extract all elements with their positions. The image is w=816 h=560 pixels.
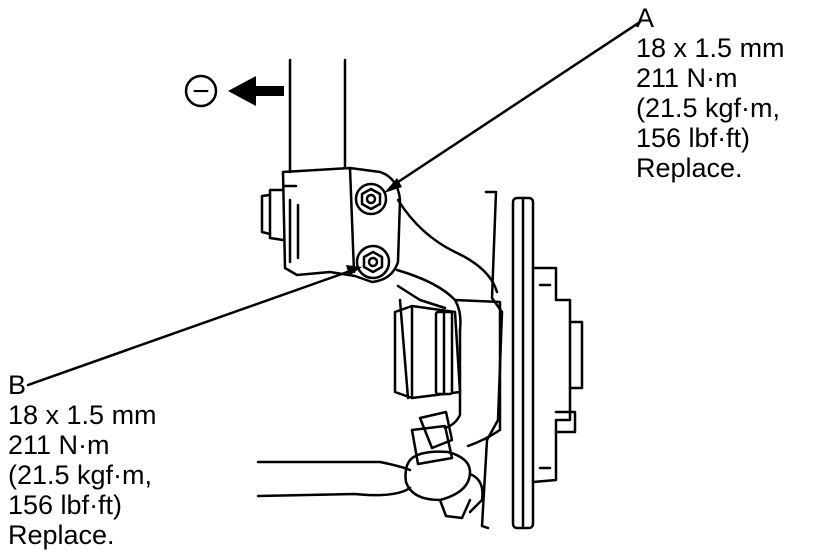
minus-sign: − xyxy=(192,75,210,108)
arrow-left-icon xyxy=(228,76,284,106)
lower-arm xyxy=(256,460,484,514)
callout-a-torque-lbfft: 156 lbf·ft) xyxy=(636,123,751,153)
callout-b-letter: B xyxy=(8,370,27,400)
callout-b-note: Replace. xyxy=(8,520,115,550)
callout-b-torque-nm: 211 N·m xyxy=(8,430,110,460)
direction-arrow: − xyxy=(184,74,284,108)
bushing xyxy=(393,298,462,400)
callout-b-torque-kgfm: (21.5 kgf·m, xyxy=(8,460,153,490)
callout-a-note: Replace. xyxy=(636,153,743,183)
strut-bracket xyxy=(260,166,402,284)
callout-a-torque-nm: 211 N·m xyxy=(636,63,738,93)
leader-line-b xyxy=(26,265,362,387)
callout-b-size: 18 x 1.5 mm xyxy=(8,400,157,430)
brake-rotor xyxy=(480,190,535,530)
callout-a: A 18 x 1.5 mm 211 N·m (21.5 kgf·m, 156 l… xyxy=(636,3,785,183)
bolt-b xyxy=(355,244,391,280)
callout-b: B 18 x 1.5 mm 211 N·m (21.5 kgf·m, 156 l… xyxy=(8,370,157,550)
leader-line-a xyxy=(384,20,642,193)
steering-knuckle xyxy=(395,198,502,448)
bolt-a xyxy=(354,182,388,216)
callout-b-torque-lbfft: 156 lbf·ft) xyxy=(8,490,123,520)
callout-a-size: 18 x 1.5 mm xyxy=(636,33,785,63)
ball-joint xyxy=(404,410,472,520)
callout-a-torque-kgfm: (21.5 kgf·m, xyxy=(636,93,781,123)
wheel-hub xyxy=(531,266,584,484)
strut-tube xyxy=(288,58,347,174)
callout-a-letter: A xyxy=(636,3,655,33)
